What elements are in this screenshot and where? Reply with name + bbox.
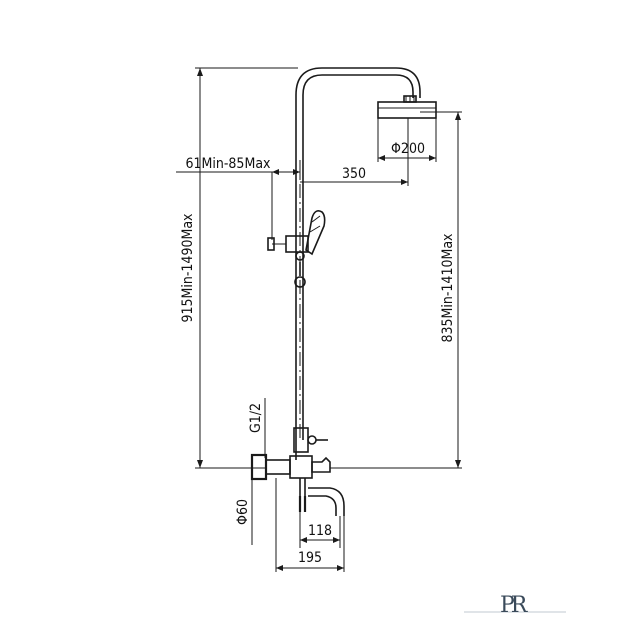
rain-shower-head — [377, 95, 437, 119]
flange-diameter-dimension: Φ60 — [235, 455, 253, 545]
hand-shower — [267, 210, 326, 288]
wall-distance-label: 61Min-85Max — [186, 156, 272, 172]
spout-projection-dimension: 118 — [299, 512, 341, 548]
flange-diameter-label: Φ60 — [235, 499, 251, 525]
mixer-depth-label: 195 — [298, 550, 322, 566]
mixer-valve-body — [250, 453, 331, 496]
arm-length-label: 350 — [342, 166, 366, 182]
inlet-thread-dimension: G1/2 — [248, 398, 266, 458]
wall-distance-dimension: 61Min-85Max — [176, 156, 301, 240]
arm-length-dimension: 350 — [300, 118, 409, 186]
total-height-label: 915Min-1490Max — [180, 213, 196, 323]
spout-projection-label: 118 — [308, 523, 332, 539]
riser-pipe — [295, 67, 421, 460]
outlet-height-label: 835Min-1410Max — [440, 233, 456, 343]
head-diameter-dimension: Φ200 — [377, 118, 437, 162]
brand-logo-text: PR — [500, 593, 529, 618]
bath-spout — [298, 487, 345, 516]
outlet-height-dimension: 835Min-1410Max — [330, 111, 462, 469]
total-height-dimension: 915Min-1490Max — [180, 67, 298, 469]
brand-logo: PR — [464, 593, 566, 618]
inlet-thread-label: G1/2 — [248, 403, 264, 433]
mixer-depth-dimension: 195 — [275, 478, 345, 572]
diverter-valve — [293, 427, 328, 453]
